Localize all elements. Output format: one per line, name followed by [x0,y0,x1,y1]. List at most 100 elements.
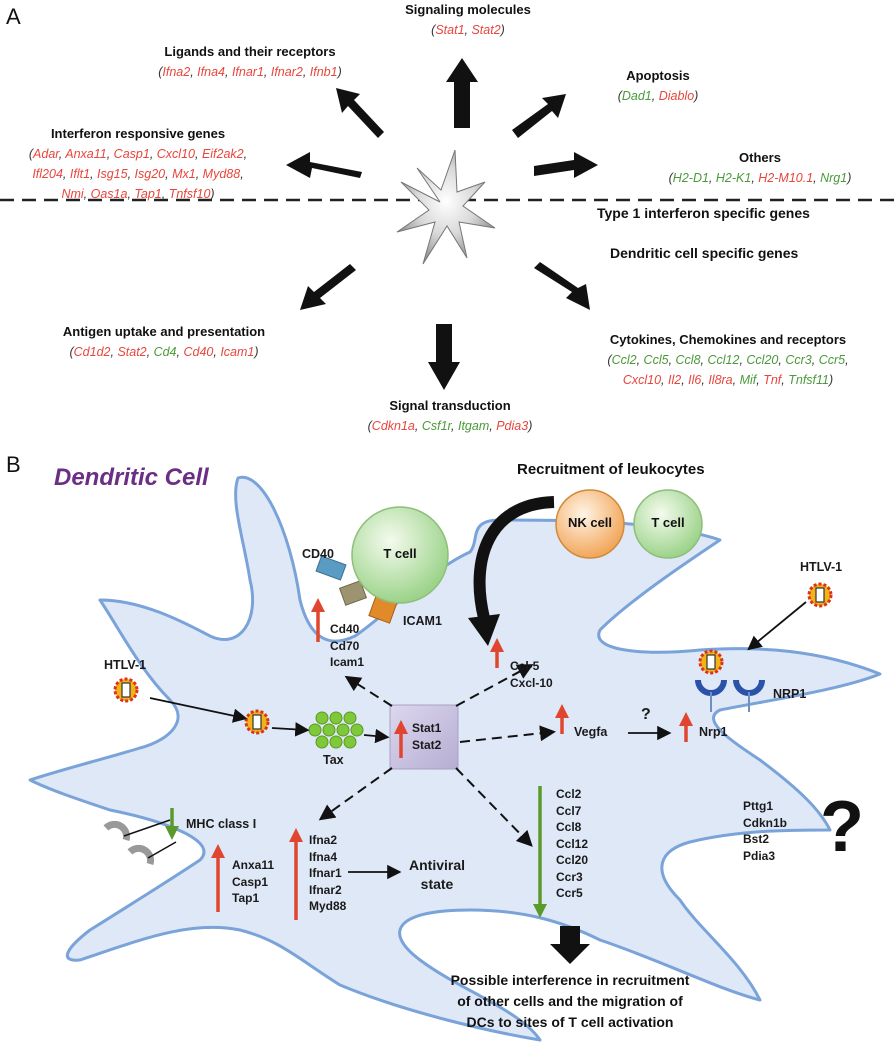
gene-item: Bst2 [743,832,770,846]
gene-ifnb1: Ifnb1 [309,65,338,79]
t-cell-contact [351,506,449,604]
gene-nmi: Nmi [61,187,84,201]
arrow-ligands [336,88,384,138]
cd40-label: CD40 [302,547,334,561]
gene-ifna2: Ifna2 [162,65,191,79]
gene-cxcl10: Cxcl10 [156,147,195,161]
gene-item: Ccl-5 [510,659,540,673]
gene-item: Ccl20 [556,853,589,867]
gene-list: (Ccl2, Ccl5, Ccl8, Ccl12, Ccl20, Ccr3, C… [578,350,878,390]
gene-item: Ccl7 [556,803,582,818]
gene-il2: Il2 [668,373,682,387]
unknown-gene-group: Pttg1 Cdkn1b Bst2 Pdia3 [743,798,787,864]
gene-item: Stat1 [412,721,442,735]
gene-h2-m10.1: H2-M10.1 [758,171,814,185]
gene-nrg1: Nrg1 [820,171,848,185]
htlv-label-right: HTLV-1 [800,560,843,574]
gene-cd4: Cd4 [153,345,177,359]
conclusion-arrow [550,926,590,964]
vegfa-label: Vegfa [574,725,608,739]
zone-top-label: Type 1 interferon specific genes [597,205,810,221]
arrow-antigen [300,264,356,310]
gene-cxcl10: Cxcl10 [622,373,662,387]
gene-ifnar1: Ifnar1 [231,65,264,79]
gene-item: Stat2 [412,737,442,752]
htlv-virus-left [113,677,139,703]
gene-ifnar2: Ifnar2 [270,65,303,79]
gene-oas1a: Oas1a [90,187,128,201]
gene-casp1: Casp1 [113,147,150,161]
gene-ifna4: Ifna4 [197,65,225,79]
category-title: Cytokines, Chemokines and receptors [609,332,847,347]
category-signal: Signal transduction (Cdkn1a, Csf1r, Itga… [330,396,570,436]
panel-a-letter: A [6,4,21,29]
category-title: Signal transduction [389,398,511,413]
conclusion-line: Possible interference in recruitment [450,972,690,988]
gene-line: Ifl204, Iflt1, Isg15, Isg20, Mx1, Myd88, [32,167,244,181]
gene-iflt1: Iflt1 [69,167,91,181]
category-others: Others (H2-D1, H2-K1, H2-M10.1, Nrg1) [632,148,888,188]
gene-isg15: Isg15 [96,167,128,181]
htlv-virus-right [807,582,833,608]
ifna-gene-group: Ifna2 Ifna4 Ifnar1 Ifnar2 Myd88 [309,832,346,915]
gene-line: (H2-D1, H2-K1, H2-M10.1, Nrg1) [668,171,852,185]
category-title: Antigen uptake and presentation [62,324,266,339]
gene-cd1d2: Cd1d2 [73,345,111,359]
arrow-cytokines [534,262,590,310]
nk-cell-label: NK cell [567,515,613,530]
t-cell-circle [633,489,703,559]
tax-label: Tax [323,753,344,767]
gene-line: (Adar, Anxa11, Casp1, Cxcl10, Eif2ak2, [28,147,248,161]
gene-eif2ak2: Eif2ak2 [201,147,244,161]
category-title: Signaling molecules [405,2,531,17]
category-interferon: Interferon responsive genes (Adar, Anxa1… [0,124,276,204]
panel-b-graphics [28,475,882,1042]
htlv-virus-bound [698,649,724,675]
conclusion-text: Possible interference in recruitment of … [380,970,760,1033]
gene-ifl204: Ifl204 [32,167,63,181]
arrow-signal [428,324,460,390]
gene-item: Cdkn1b [743,815,788,830]
gene-itgam: Itgam [457,419,490,433]
gene-stat1: Stat1 [435,23,465,37]
htlv-label-left: HTLV-1 [104,658,147,672]
gene-item: Pdia3 [743,848,776,863]
nrp1-receptor-label: NRP1 [773,687,807,701]
gene-tnf: Tnf [763,373,782,387]
gene-dad1: Dad1 [621,89,652,103]
gene-item: Ccr5 [556,886,583,900]
gene-item: Ccl2 [556,787,582,801]
gene-item: Ifna4 [309,849,338,864]
gene-item: Ifnar1 [309,866,342,880]
gene-list: (Cd1d2, Stat2, Cd4, Cd40, Icam1) [14,342,314,362]
gene-tnfsf10: Tnfsf10 [168,187,211,201]
recruitment-arrowhead [468,614,500,646]
gene-item: Ccl12 [556,836,589,851]
cd40-ligand [338,580,368,606]
category-title: Interferon responsive genes [50,126,226,141]
question-big: ? [820,787,864,867]
gene-line: (Ifna2, Ifna4, Ifnar1, Ifnar2, Ifnb1) [158,65,342,79]
gene-mx1: Mx1 [172,167,196,181]
nrp1-gene-label: Nrp1 [699,725,728,739]
zone-bottom-label: Dendritic cell specific genes [610,245,799,261]
gene-list: (H2-D1, H2-K1, H2-M10.1, Nrg1) [632,168,888,188]
antiviral-line: state [420,876,454,892]
gene-item: Anxa11 [232,858,275,872]
t-cell-label: T cell [651,515,685,530]
gene-diablo: Diablo [658,89,695,103]
cd40-gene-group: Cd40 Cd70 Icam1 [330,621,364,671]
gene-anxa11: Anxa11 [65,147,107,161]
recruitment-arrow [473,496,555,620]
t-cell-contact-label: T cell [383,546,417,561]
gene-item: Cd40 [330,622,360,636]
gene-item: Casp1 [232,874,269,889]
gene-ccl20: Ccl20 [746,353,779,367]
icam1-label: ICAM1 [403,614,442,628]
gene-isg20: Isg20 [134,167,166,181]
gene-line: Cxcl10, Il2, Il6, Il8ra, Mif, Tnf, Tnfsf… [622,373,834,387]
gene-line: (Cd1d2, Stat2, Cd4, Cd40, Icam1) [69,345,259,359]
gene-ccl12: Ccl12 [707,353,740,367]
gene-item: Icam1 [330,655,365,669]
gene-cd40: Cd40 [183,345,214,359]
